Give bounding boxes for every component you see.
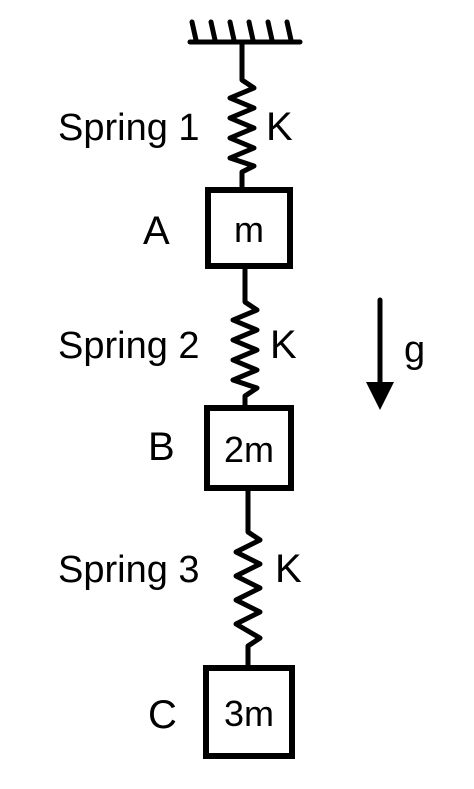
block-a-mass: m [234,209,264,250]
spring-3-constant: K [275,547,302,591]
block-b-label: B [148,425,175,469]
gravity-label: g [404,329,425,371]
spring-2-label: Spring 2 [58,325,200,367]
gravity-arrow [366,297,394,410]
spring-3 [233,485,263,671]
spring-1-label: Spring 1 [58,107,200,149]
spring-2 [230,263,260,411]
block-b-mass: 2m [224,429,274,470]
block-c-mass: 3m [224,693,274,734]
block-a-label: A [143,209,170,253]
ceiling-support [187,19,303,45]
block-c [203,665,295,759]
spring-1 [227,39,257,193]
block-c-label: C [148,693,177,737]
block-a [205,187,293,269]
spring-2-constant: K [270,323,297,367]
spring-1-constant: K [266,105,293,149]
spring-3-label: Spring 3 [58,549,200,591]
